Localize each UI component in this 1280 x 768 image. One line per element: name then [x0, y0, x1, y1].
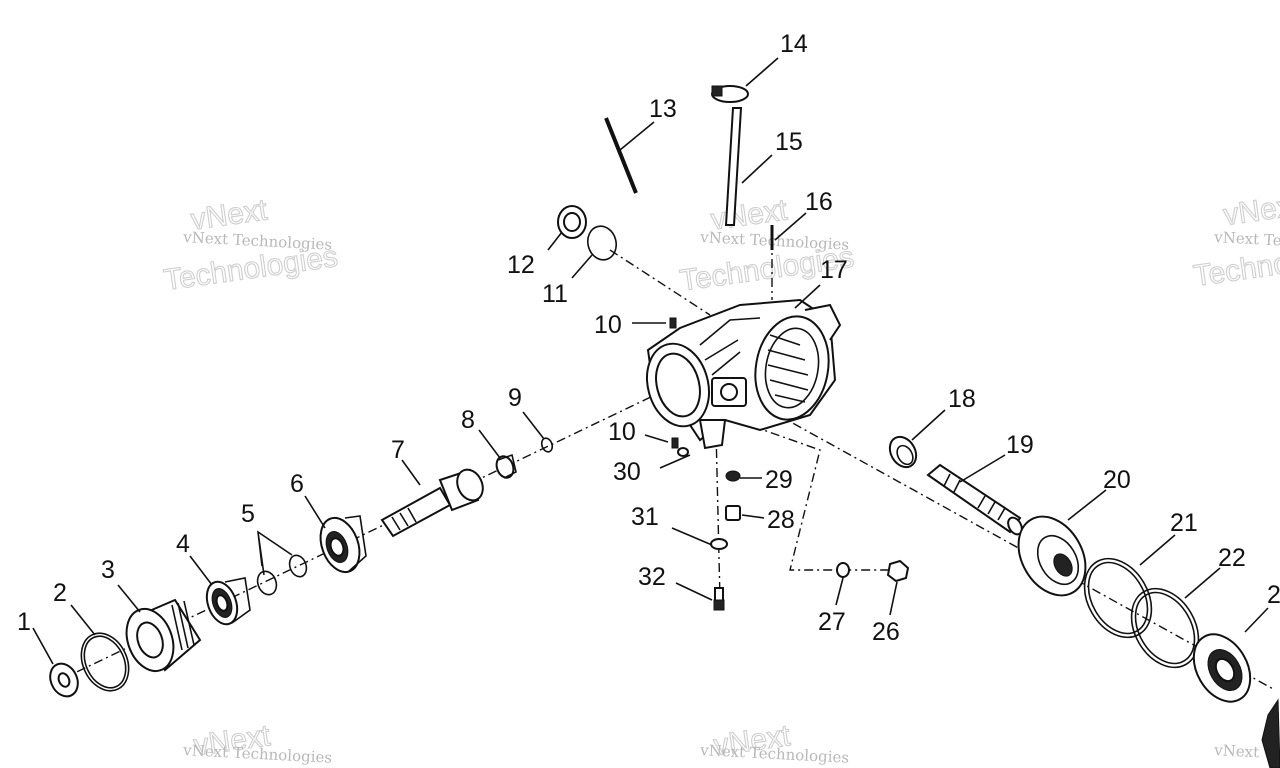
part-32-bolt — [713, 587, 725, 611]
callout-5: 5 — [241, 500, 255, 528]
top-seal-axis — [609, 249, 711, 316]
part-10-screw-top — [669, 317, 677, 329]
watermark-text: vNext Te — [1213, 228, 1280, 250]
callout-1: 1 — [17, 608, 31, 636]
part-18-spacer — [888, 435, 918, 469]
part-10-screw-bottom — [671, 437, 679, 449]
part-9-oring-small — [540, 437, 554, 453]
part-2-oring — [80, 632, 130, 692]
watermark-text: vNext Technologies — [182, 741, 333, 767]
part-14-clamp — [711, 85, 749, 103]
callout-3: 3 — [101, 556, 115, 584]
callout-20: 20 — [1103, 466, 1131, 494]
part-13-pin — [604, 117, 638, 194]
callout-32: 32 — [638, 563, 666, 591]
watermark-text: vNext Technologies — [182, 228, 333, 254]
part-31-washer — [710, 538, 728, 550]
part-27-washer — [836, 562, 850, 578]
part-3-bearing-cap — [125, 598, 202, 672]
part-30-plug — [677, 447, 689, 457]
fill-plug-axis — [734, 419, 895, 571]
callout-22: 22 — [1218, 544, 1246, 572]
callout-9: 9 — [508, 384, 522, 412]
drain-axis — [715, 429, 721, 601]
callout-6: 6 — [290, 470, 304, 498]
watermark-brand: vNext — [1221, 189, 1280, 232]
part-15-vent-hose — [724, 107, 743, 226]
callout-11: 11 — [542, 280, 568, 308]
part-28-plug — [725, 505, 741, 521]
callout-labels: 1 2 3 4 5 6 7 8 9 10 10 11 12 13 14 15 1… — [17, 30, 1280, 646]
right-shaft-axis — [759, 404, 1276, 691]
part-29-washer — [725, 470, 741, 482]
watermark-text: vNext Technologies — [699, 228, 850, 254]
part-4-bearing — [205, 577, 251, 626]
part-12-seal — [557, 205, 587, 239]
callout-10-top: 10 — [594, 311, 622, 339]
callout-26: 26 — [872, 618, 900, 646]
part-17-gear-housing — [646, 298, 842, 450]
callout-15: 15 — [775, 128, 803, 156]
part-7-pinion-shaft — [380, 468, 484, 538]
callout-17: 17 — [820, 256, 848, 284]
callout-14: 14 — [780, 30, 808, 58]
part-8-spacer — [495, 453, 517, 479]
callout-18: 18 — [948, 385, 976, 413]
part-5-snap-rings — [256, 554, 308, 596]
part-26-plug — [886, 559, 910, 583]
callout-30: 30 — [613, 458, 641, 486]
watermark-text: vNext Te — [1213, 741, 1280, 763]
callout-12: 12 — [507, 251, 535, 279]
callout-4: 4 — [176, 530, 190, 558]
callout-8: 8 — [461, 406, 475, 434]
callout-7: 7 — [391, 436, 405, 464]
callout-2: 2 — [53, 579, 67, 607]
leader-lines — [32, 57, 1269, 665]
callout-23-clipped: 2 — [1267, 581, 1280, 609]
callout-16: 16 — [805, 188, 833, 216]
callout-27: 27 — [818, 608, 846, 636]
watermark-text: vNext Technologies — [699, 741, 850, 767]
callout-21: 21 — [1170, 509, 1198, 537]
callout-19: 19 — [1006, 431, 1034, 459]
part-20-ring-gear — [1017, 515, 1087, 597]
part-1-washer — [49, 662, 79, 698]
callout-29: 29 — [765, 466, 793, 494]
part-19-output-shaft — [926, 463, 1023, 536]
callout-31: 31 — [631, 503, 659, 531]
callout-10-bottom: 10 — [608, 418, 636, 446]
part-6-bearing — [319, 515, 367, 574]
part-23-bearing — [1192, 633, 1252, 703]
callout-28: 28 — [767, 506, 795, 534]
part-22-shim — [1130, 587, 1200, 669]
part-11-oring — [586, 225, 618, 261]
callout-13: 13 — [649, 95, 677, 123]
